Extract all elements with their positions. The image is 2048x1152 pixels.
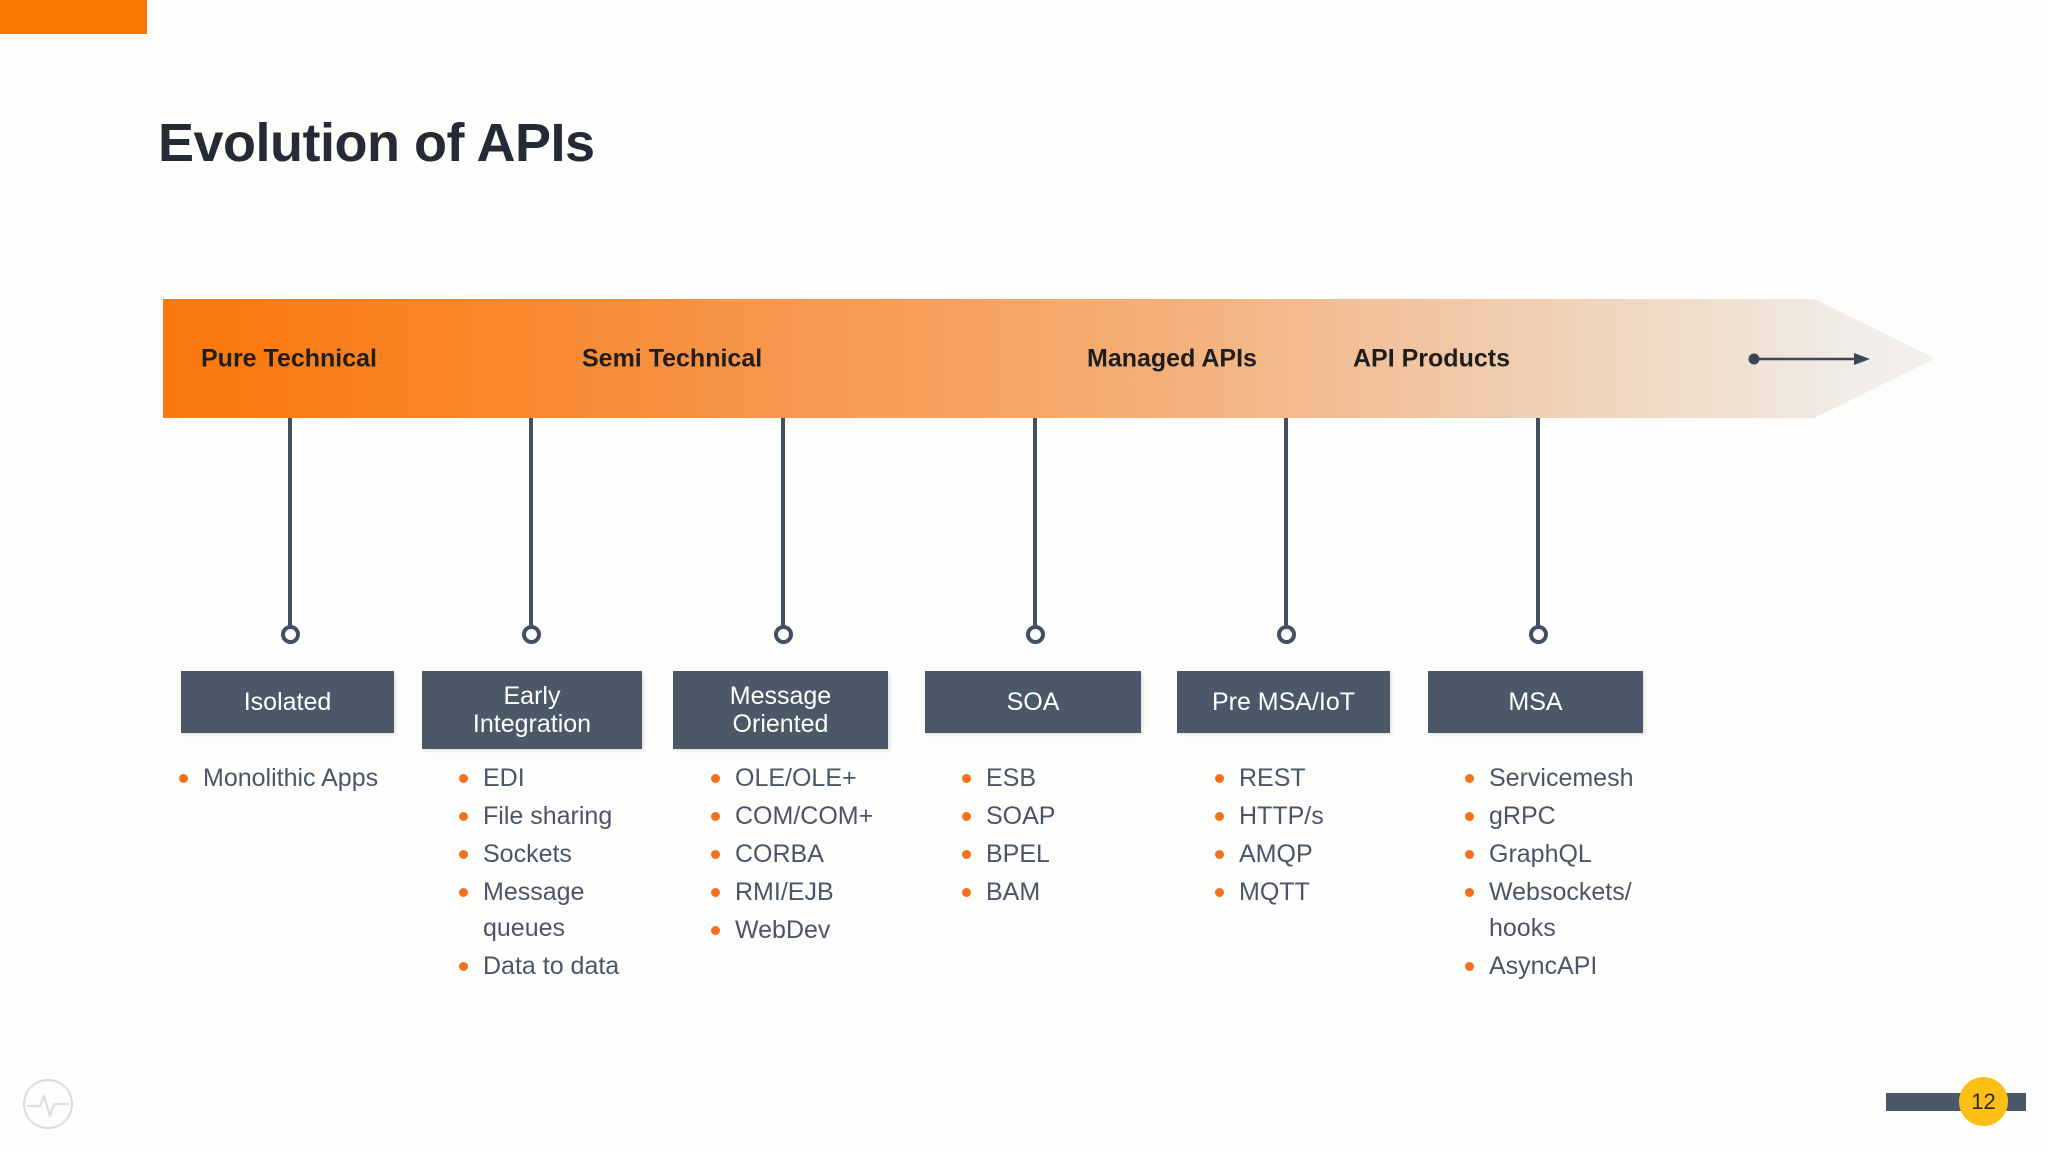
corner-accent-tab — [0, 0, 147, 34]
connector-stem-6 — [1536, 418, 1540, 633]
connector-node-3 — [773, 625, 793, 644]
list-item: Servicemesh — [1461, 760, 1634, 796]
list-item: Sockets — [455, 836, 619, 872]
banner-label-2: Semi Technical — [582, 344, 763, 372]
list-item: WebDev — [707, 912, 873, 948]
connector-node-5 — [1276, 625, 1296, 644]
connector-stem-4 — [1033, 418, 1037, 633]
timeline-banner: Pure Technical Semi Technical Managed APIs… — [163, 299, 1935, 418]
stage-box-1[interactable]: Isolated — [181, 671, 394, 733]
list-item: ESB — [958, 760, 1055, 796]
banner-label-4: API Products — [1353, 344, 1510, 372]
stage-bullet-list-1: Monolithic Apps — [175, 760, 378, 798]
connector-stem-2 — [529, 418, 533, 633]
page-number-badge: 12 — [1959, 1077, 2008, 1126]
list-item: OLE/OLE+ — [707, 760, 873, 796]
page-number-group: 12 — [1886, 1077, 2026, 1127]
banner-arrow-shape — [163, 299, 1935, 418]
stage-box-6[interactable]: MSA — [1428, 671, 1643, 733]
list-item: HTTP/s — [1211, 798, 1324, 834]
list-item: BAM — [958, 874, 1055, 910]
list-item: Websockets/ hooks — [1461, 874, 1634, 946]
right-arrow-icon — [1748, 352, 1870, 365]
connector-node-2 — [521, 625, 541, 644]
list-item: SOAP — [958, 798, 1055, 834]
stage-box-5[interactable]: Pre MSA/IoT — [1177, 671, 1390, 733]
connector-stem-5 — [1284, 418, 1288, 633]
list-item: gRPC — [1461, 798, 1634, 834]
list-item: GraphQL — [1461, 836, 1634, 872]
list-item: AsyncAPI — [1461, 948, 1634, 984]
list-item: Data to data — [455, 948, 619, 984]
list-item: File sharing — [455, 798, 619, 834]
list-item: CORBA — [707, 836, 873, 872]
stage-box-4[interactable]: SOA — [925, 671, 1141, 733]
list-item: Monolithic Apps — [175, 760, 378, 796]
pulse-circle-logo — [22, 1078, 74, 1130]
banner-label-1: Pure Technical — [201, 344, 377, 372]
list-item: COM/COM+ — [707, 798, 873, 834]
list-item: REST — [1211, 760, 1324, 796]
banner-label-3: Managed APIs — [1087, 344, 1257, 372]
connector-node-6 — [1528, 625, 1548, 644]
stage-box-2[interactable]: Early Integration — [422, 671, 642, 749]
list-item: EDI — [455, 760, 619, 796]
list-item: MQTT — [1211, 874, 1324, 910]
list-item: BPEL — [958, 836, 1055, 872]
stage-box-3[interactable]: Message Oriented — [673, 671, 888, 749]
list-item: RMI/EJB — [707, 874, 873, 910]
connector-node-1 — [280, 625, 300, 644]
page-title: Evolution of APIs — [158, 113, 595, 173]
connector-node-4 — [1025, 625, 1045, 644]
list-item: Message queues — [455, 874, 619, 946]
connector-stem-3 — [781, 418, 785, 633]
connector-stem-1 — [288, 418, 292, 633]
list-item: AMQP — [1211, 836, 1324, 872]
